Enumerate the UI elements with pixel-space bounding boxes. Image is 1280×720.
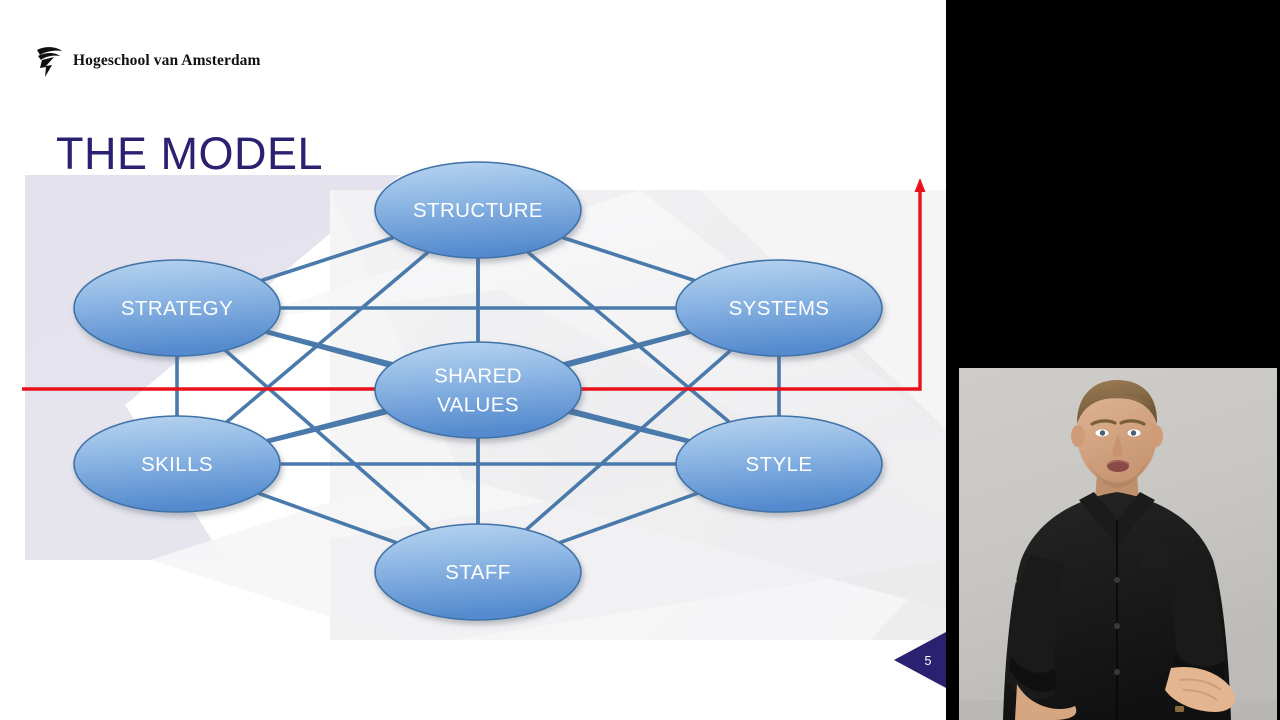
connector-structure-skills bbox=[225, 250, 430, 424]
node-strategy[interactable]: STRATEGY bbox=[73, 259, 281, 357]
node-shape bbox=[675, 415, 883, 513]
node-style[interactable]: STYLE bbox=[675, 415, 883, 513]
page-number-badge: 5 bbox=[880, 632, 946, 688]
slide-title: THE MODEL bbox=[56, 128, 324, 179]
connector-skills-staff bbox=[258, 491, 397, 545]
node-label-style: STYLE bbox=[746, 453, 813, 476]
node-shape bbox=[73, 259, 281, 357]
node-shape bbox=[374, 523, 582, 621]
node-shape bbox=[374, 161, 582, 259]
node-systems[interactable]: SYSTEMS bbox=[675, 259, 883, 357]
connector-structure-strategy bbox=[260, 235, 395, 283]
webcam-panel bbox=[946, 0, 1280, 720]
node-structure[interactable]: STRUCTURE bbox=[374, 161, 582, 259]
connector-structure-systems bbox=[561, 235, 696, 283]
connector-strategy-staff bbox=[224, 349, 431, 531]
hva-logo-icon bbox=[37, 47, 62, 77]
node-label-staff: STAFF bbox=[445, 561, 510, 584]
diagram-connectors bbox=[175, 235, 781, 545]
connector-systems-staff bbox=[525, 349, 732, 531]
presentation-slide: Hogeschool van Amsterdam THE MODEL bbox=[0, 0, 946, 720]
node-label-structure: STRUCTURE bbox=[413, 199, 543, 222]
connector-style-staff bbox=[559, 491, 698, 545]
node-skills[interactable]: SKILLS bbox=[73, 415, 281, 513]
node-shape bbox=[675, 259, 883, 357]
webcam-frame bbox=[957, 366, 1279, 720]
connector-shared_values-style bbox=[568, 410, 689, 444]
badge-triangle-icon bbox=[894, 632, 946, 688]
red-indicator-line bbox=[22, 178, 926, 391]
node-shape bbox=[374, 341, 582, 439]
presenter-video bbox=[959, 368, 1277, 720]
institution-logo: Hogeschool van Amsterdam bbox=[34, 44, 261, 78]
node-label-systems: SYSTEMS bbox=[729, 297, 830, 320]
node-label-skills: SKILLS bbox=[141, 453, 213, 476]
page-number: 5 bbox=[924, 654, 932, 668]
connector-shared_values-skills bbox=[267, 410, 388, 444]
institution-name: Hogeschool van Amsterdam bbox=[73, 52, 261, 69]
node-staff[interactable]: STAFF bbox=[374, 523, 582, 621]
node-label-strategy: STRATEGY bbox=[121, 297, 233, 320]
node-shape bbox=[73, 415, 281, 513]
connector-structure-style bbox=[526, 250, 731, 424]
presenter-image bbox=[959, 368, 1277, 720]
